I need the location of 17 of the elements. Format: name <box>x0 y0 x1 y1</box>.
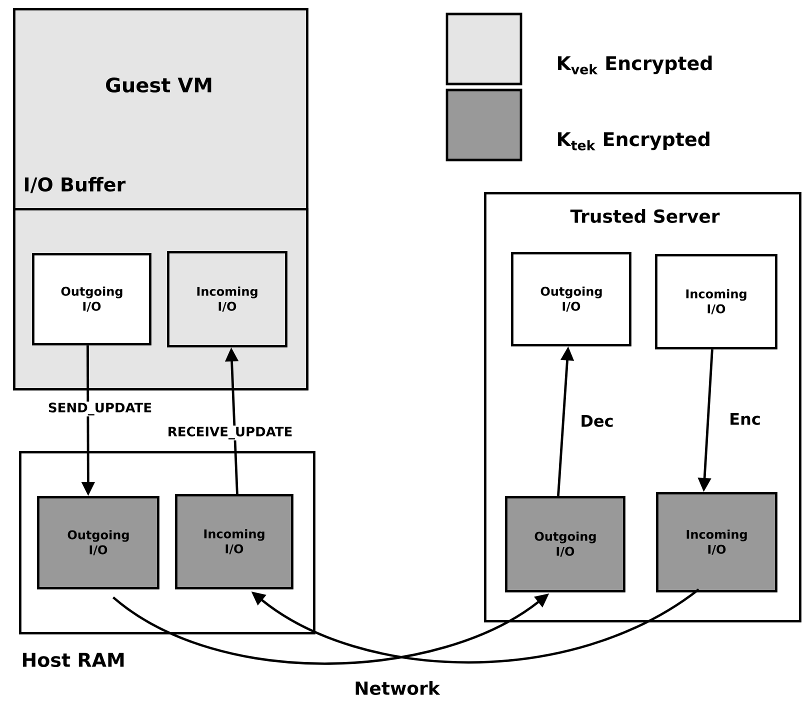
buffer-box: Incoming I/O <box>175 494 294 590</box>
edge-label: SEND_UPDATE <box>46 402 154 416</box>
node-label: Host RAM <box>22 652 124 668</box>
buffer-box: Outgoing I/O <box>511 252 632 346</box>
buffer-box: Incoming I/O <box>167 251 288 348</box>
buffer-box: Incoming I/O <box>655 254 778 350</box>
buffer-box: Outgoing I/O <box>505 496 626 592</box>
buffer-box: Incoming I/O <box>656 492 778 592</box>
legend-text: K$_{vek}$ Encrypted <box>558 56 712 74</box>
network-label: Network <box>356 681 440 695</box>
node-label: I/O Buffer <box>24 176 126 194</box>
buffer-box: Outgoing I/O <box>37 496 160 590</box>
edge-label: RECEIVE_UPDATE <box>166 426 294 440</box>
buffer-box: Outgoing I/O <box>32 253 152 346</box>
edge-label: Dec <box>579 414 615 428</box>
edge-label: Enc <box>728 412 762 426</box>
legend-text: K$_{tek}$ Encrypted <box>558 132 710 150</box>
